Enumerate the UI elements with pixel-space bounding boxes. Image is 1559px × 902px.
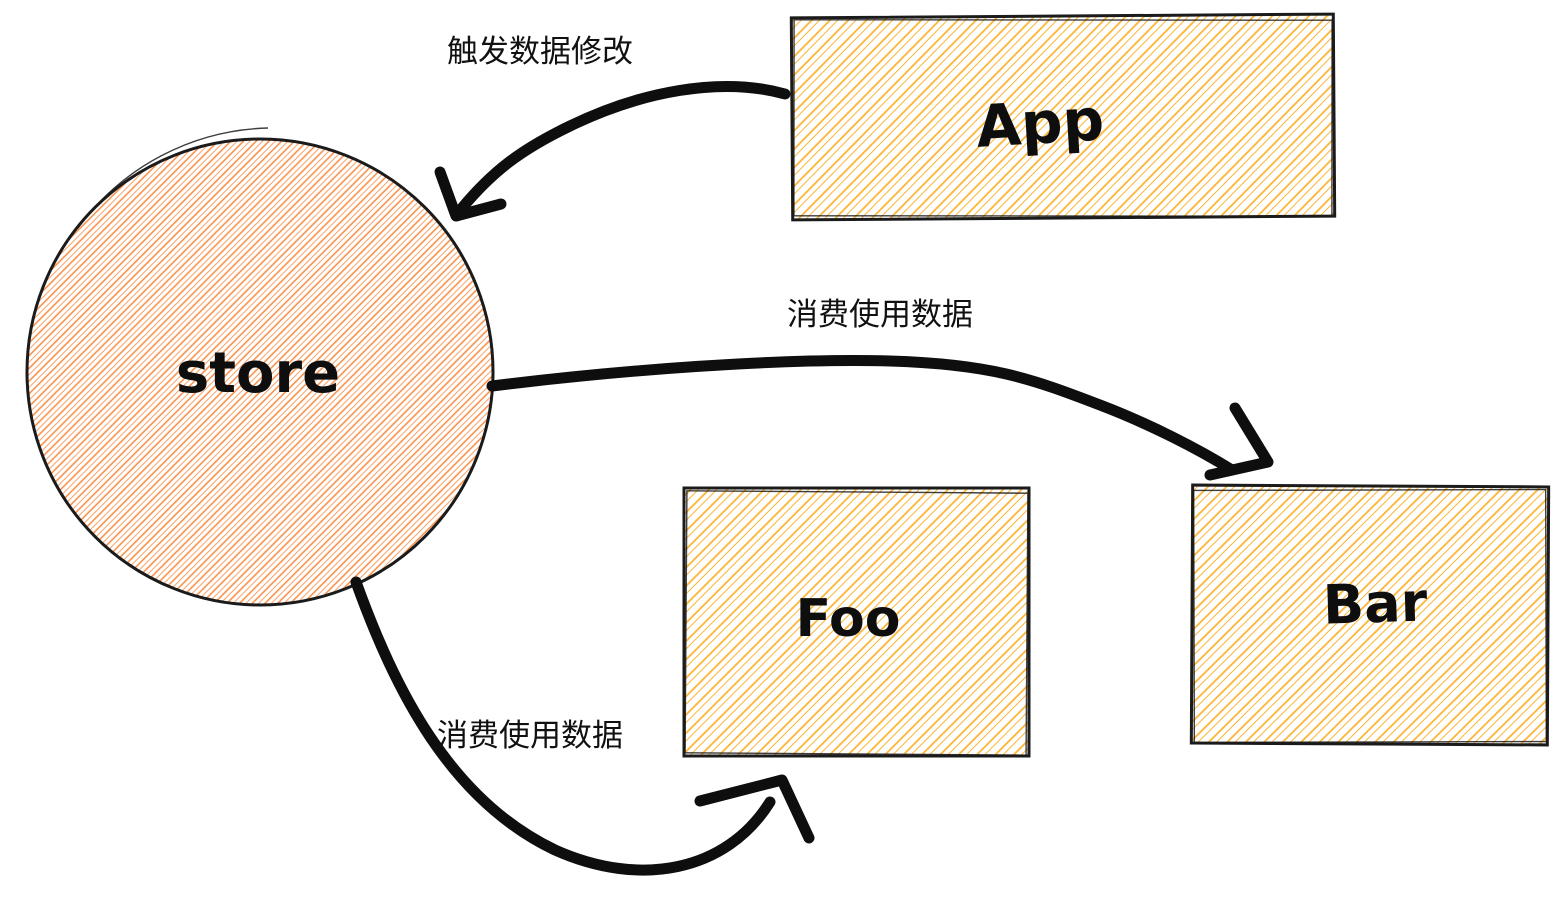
arrow-app-to-store-shaft [456,81,791,214]
edge-label-consume-data-bottom: 消费使用数据 [437,718,623,754]
store-circle-sketch-stroke [77,127,269,229]
edge-label-trigger-data-change: 触发数据修改 [447,34,633,70]
foo-node-label: Foo [796,589,901,649]
arrow-app-to-store: 触发数据修改 [434,34,791,222]
foo-rect [682,486,1031,758]
arrow-store-to-foo-head [694,774,815,844]
app-rect [789,12,1337,222]
bar-rect-sketch-stroke [1192,488,1548,744]
arrow-store-to-foo: 消费使用数据 [350,576,815,876]
foo-rect-sketch-stroke [684,490,1029,756]
bar-rect [1189,483,1551,747]
arrow-store-to-bar-head [1204,402,1274,481]
store-node: store [25,127,495,607]
app-rect-sketch-stroke [793,19,1333,217]
arrow-app-to-store-head [434,166,507,222]
bar-node-label: Bar [1322,570,1428,636]
store-node-label: store [176,341,340,406]
arrow-store-to-bar-shaft [486,355,1238,476]
arrow-store-to-bar: 消费使用数据 [486,297,1274,481]
arrow-store-to-foo-shaft [350,576,776,876]
store-circle [25,137,495,607]
edge-label-consume-data-top: 消费使用数据 [787,297,973,333]
app-node-label: App [974,85,1106,160]
foo-node: Foo [682,486,1031,758]
bar-node: Bar [1189,483,1551,747]
app-node: App [789,12,1337,222]
